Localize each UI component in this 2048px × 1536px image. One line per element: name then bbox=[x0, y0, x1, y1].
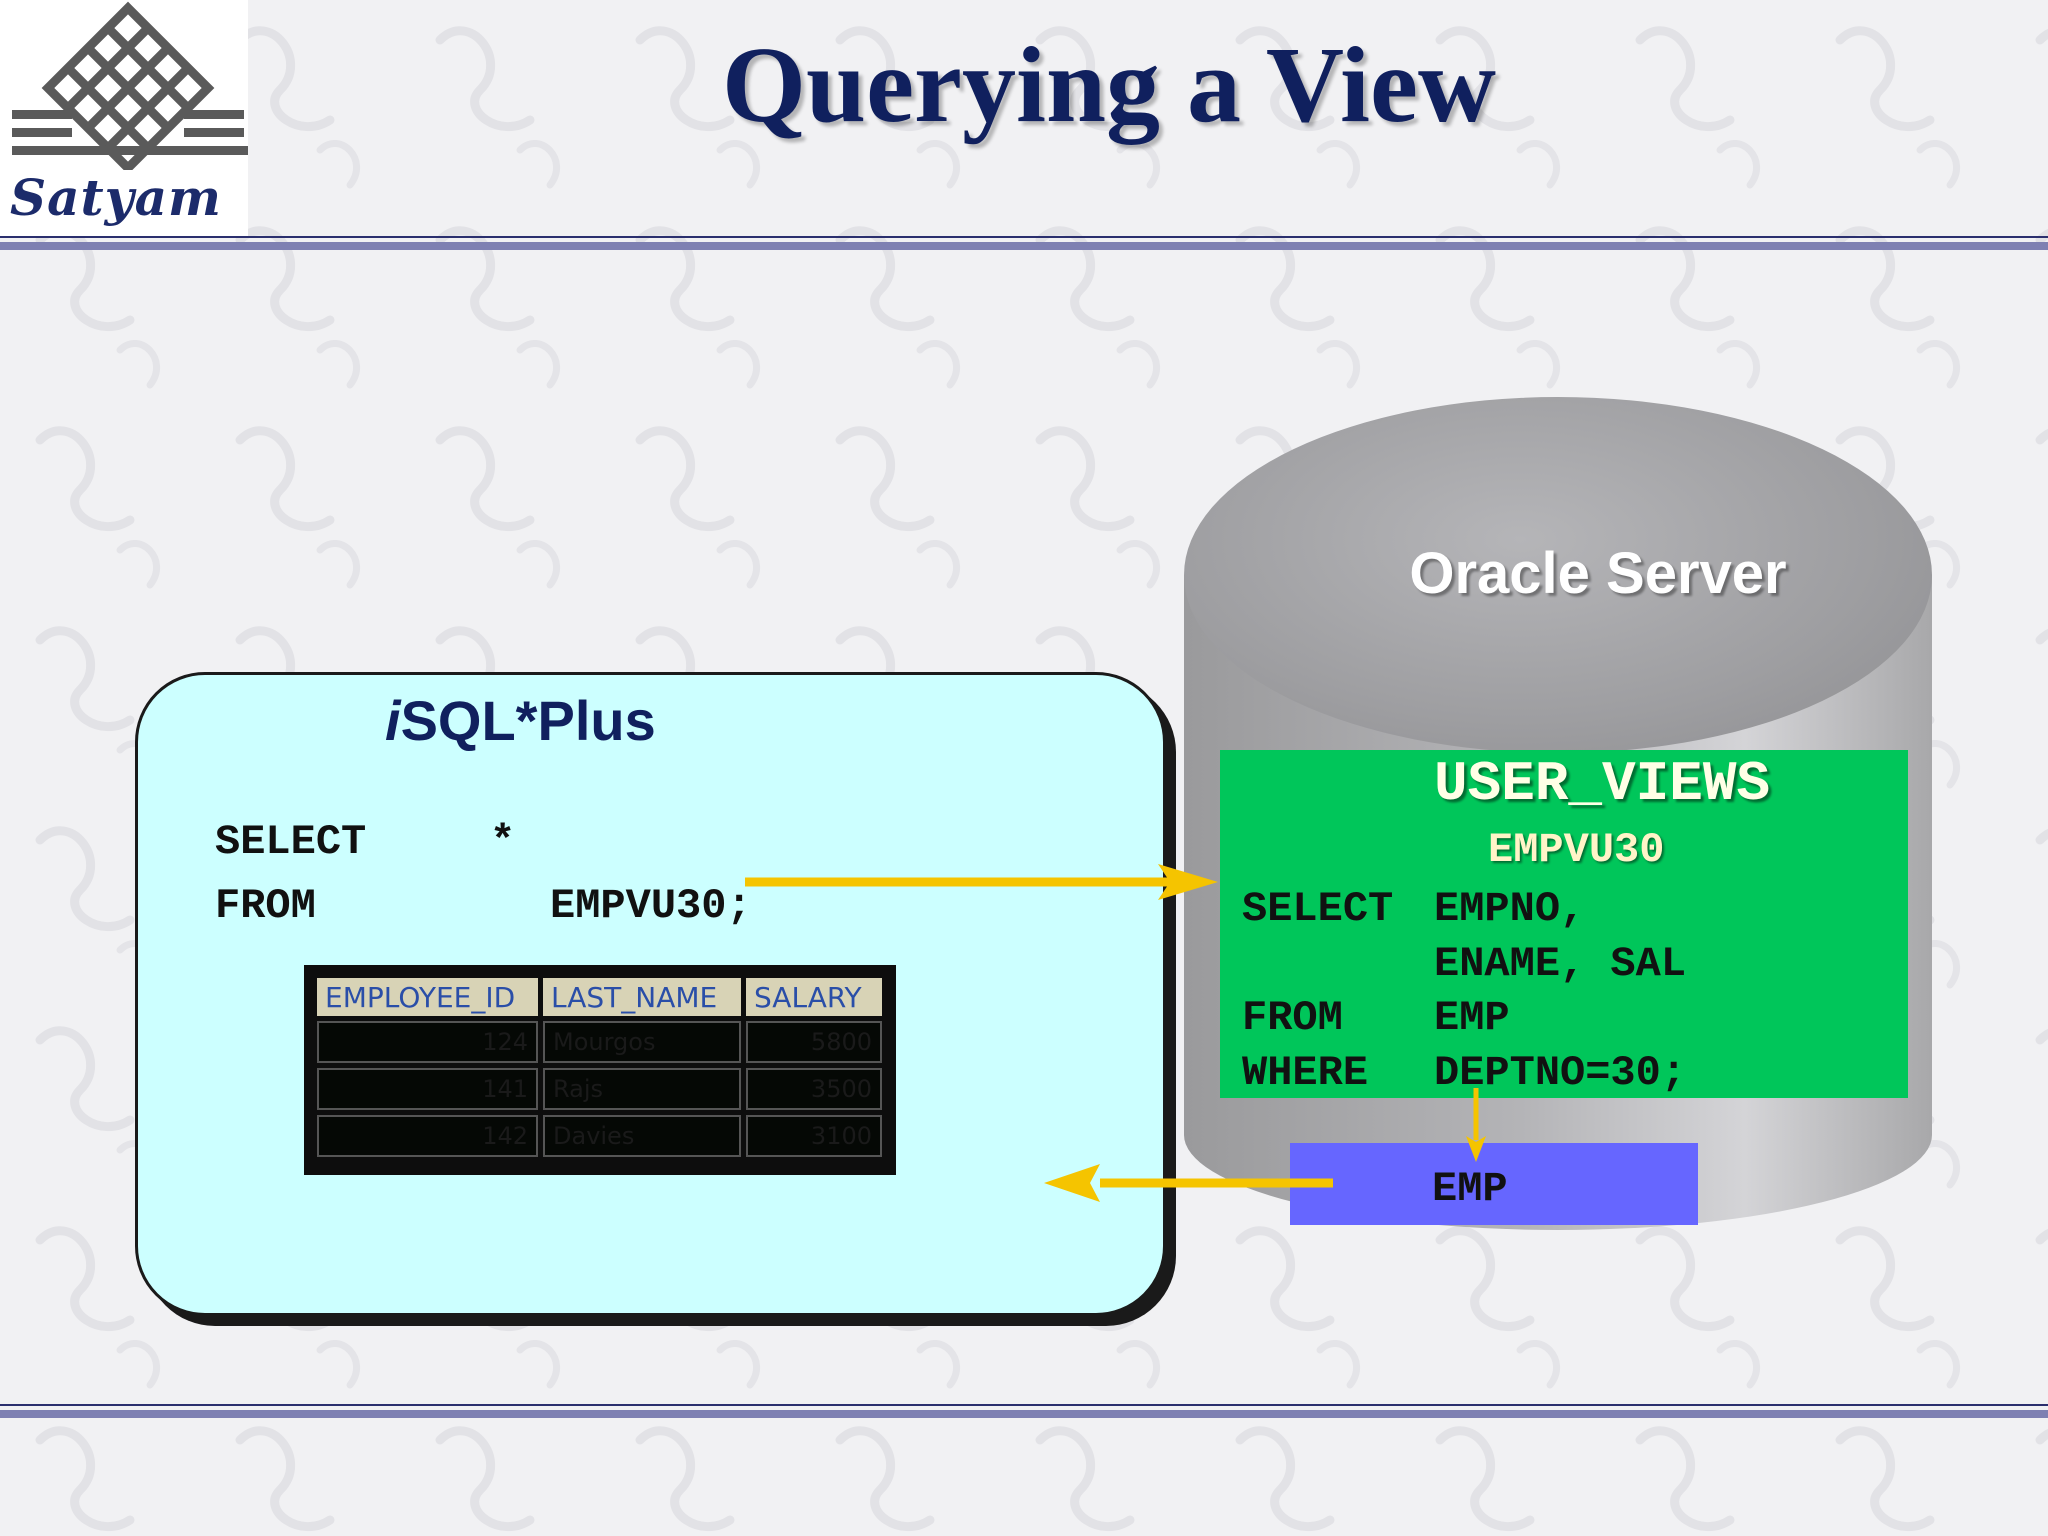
isqlplus-title-prefix: i bbox=[385, 689, 401, 752]
base-table-label: EMP bbox=[1432, 1165, 1508, 1213]
view-def-text: ENAME, SAL bbox=[1434, 940, 1687, 988]
query-result-table: EMPLOYEE_ID LAST_NAME SALARY 124 Mourgos… bbox=[304, 965, 896, 1175]
slide-title: Querying a View bbox=[722, 26, 1496, 145]
query-from-keyword: FROM bbox=[215, 882, 316, 930]
table-cell: Davies bbox=[543, 1115, 741, 1157]
view-name: EMPVU30 bbox=[1488, 826, 1665, 874]
base-table-box bbox=[1290, 1143, 1698, 1225]
view-def-keyword: SELECT bbox=[1242, 885, 1394, 933]
table-cell: Mourgos bbox=[543, 1021, 741, 1063]
table-cell: 3500 bbox=[746, 1068, 882, 1110]
table-row: 141 Rajs 3500 bbox=[317, 1068, 882, 1110]
isqlplus-title: iSQL*Plus bbox=[385, 688, 656, 753]
arrow-view-to-table bbox=[1466, 1088, 1486, 1162]
view-def-keyword: WHERE bbox=[1242, 1049, 1369, 1097]
view-def-keyword: FROM bbox=[1242, 994, 1343, 1042]
column-header: EMPLOYEE_ID bbox=[317, 978, 538, 1016]
logo-text: Satyam bbox=[10, 168, 222, 227]
table-cell: 141 bbox=[317, 1068, 538, 1110]
table-cell: Rajs bbox=[543, 1068, 741, 1110]
satyam-logo: Satyam bbox=[0, 0, 248, 236]
table-row: 124 Mourgos 5800 bbox=[317, 1021, 882, 1063]
oracle-server-label: Oracle Server bbox=[1409, 541, 1787, 606]
table-cell: 3100 bbox=[746, 1115, 882, 1157]
column-header: LAST_NAME bbox=[543, 978, 741, 1016]
user-views-title: USER_VIEWS bbox=[1434, 752, 1771, 816]
arrow-query-to-view bbox=[745, 864, 1218, 900]
query-select-columns: * bbox=[490, 818, 516, 866]
view-def-text: EMP bbox=[1434, 994, 1510, 1042]
view-def-text: EMPNO, bbox=[1434, 885, 1586, 933]
table-cell: 142 bbox=[317, 1115, 538, 1157]
query-from-view: EMPVU30; bbox=[550, 882, 752, 930]
isqlplus-title-rest: SQL*Plus bbox=[400, 689, 656, 752]
arrow-table-to-client bbox=[1044, 1164, 1333, 1202]
table-cell: 5800 bbox=[746, 1021, 882, 1063]
oracle-server-cylinder-top bbox=[1184, 397, 1932, 753]
logo-lattice-icon bbox=[12, 1, 248, 170]
user-views-box bbox=[1220, 750, 1908, 1098]
table-row: 142 Davies 3100 bbox=[317, 1115, 882, 1157]
table-cell: 124 bbox=[317, 1021, 538, 1063]
column-header: SALARY bbox=[746, 978, 882, 1016]
top-divider bbox=[0, 236, 2048, 250]
query-select-keyword: SELECT bbox=[215, 818, 367, 866]
bottom-divider bbox=[0, 1404, 2048, 1418]
